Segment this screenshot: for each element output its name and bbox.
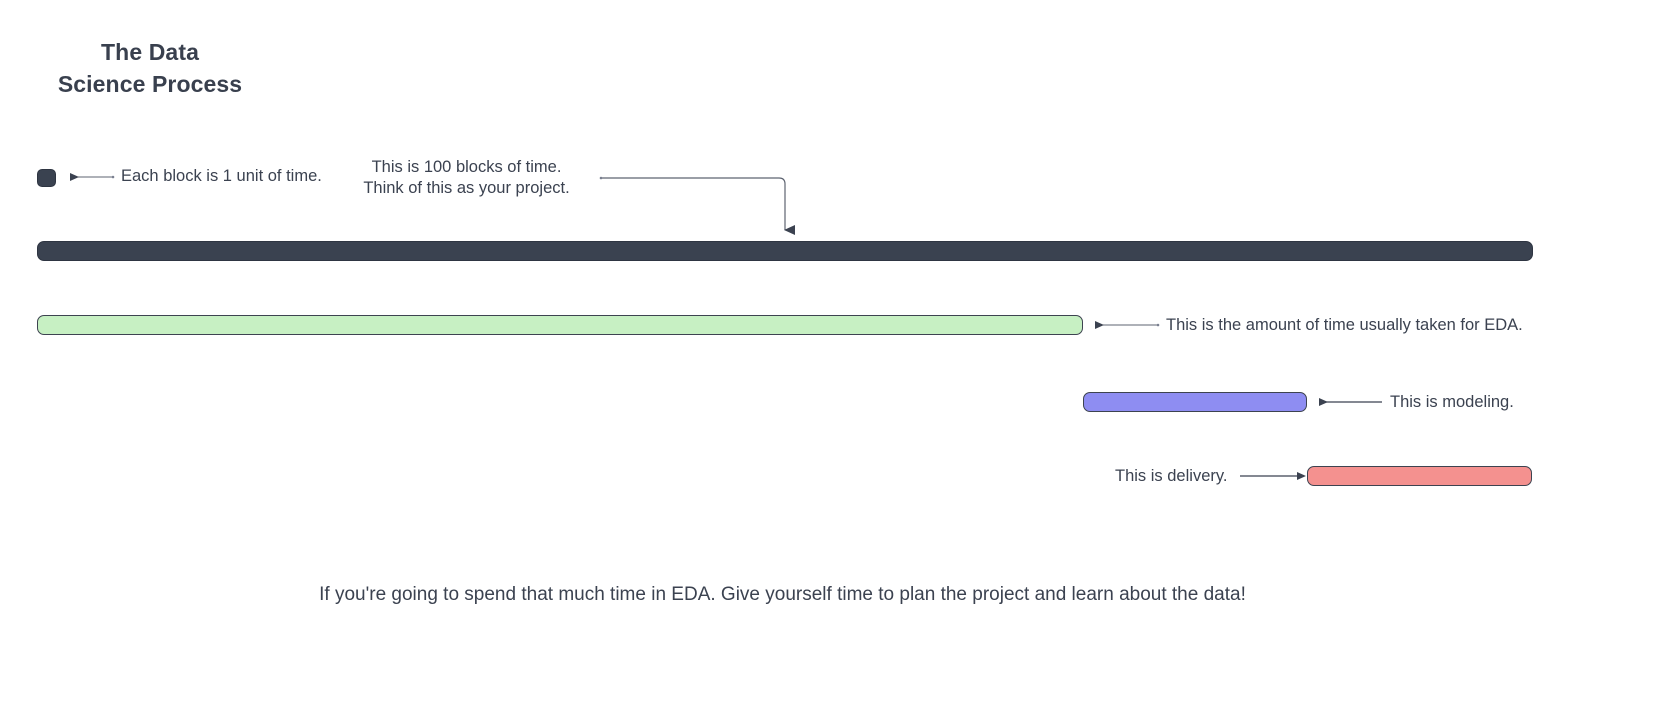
caption: If you're going to spend that much time … — [319, 584, 1246, 605]
bar-delivery[interactable] — [1307, 466, 1532, 486]
label-eda: This is the amount of time usually taken… — [1166, 316, 1523, 334]
bar-total-project[interactable] — [37, 241, 1533, 261]
label-project: This is 100 blocks of time. Think of thi… — [363, 158, 570, 197]
connector-project — [599, 176, 795, 235]
label-unit-block: Each block is 1 unit of time. — [121, 167, 322, 185]
label-delivery: This is delivery. — [1115, 467, 1228, 485]
label-modeling: This is modeling. — [1390, 393, 1514, 411]
page-title: The Data Science Process — [57, 39, 243, 97]
bar-modeling[interactable] — [1083, 392, 1307, 412]
bar-eda[interactable] — [37, 315, 1083, 335]
bar-unit-block[interactable] — [37, 169, 56, 187]
